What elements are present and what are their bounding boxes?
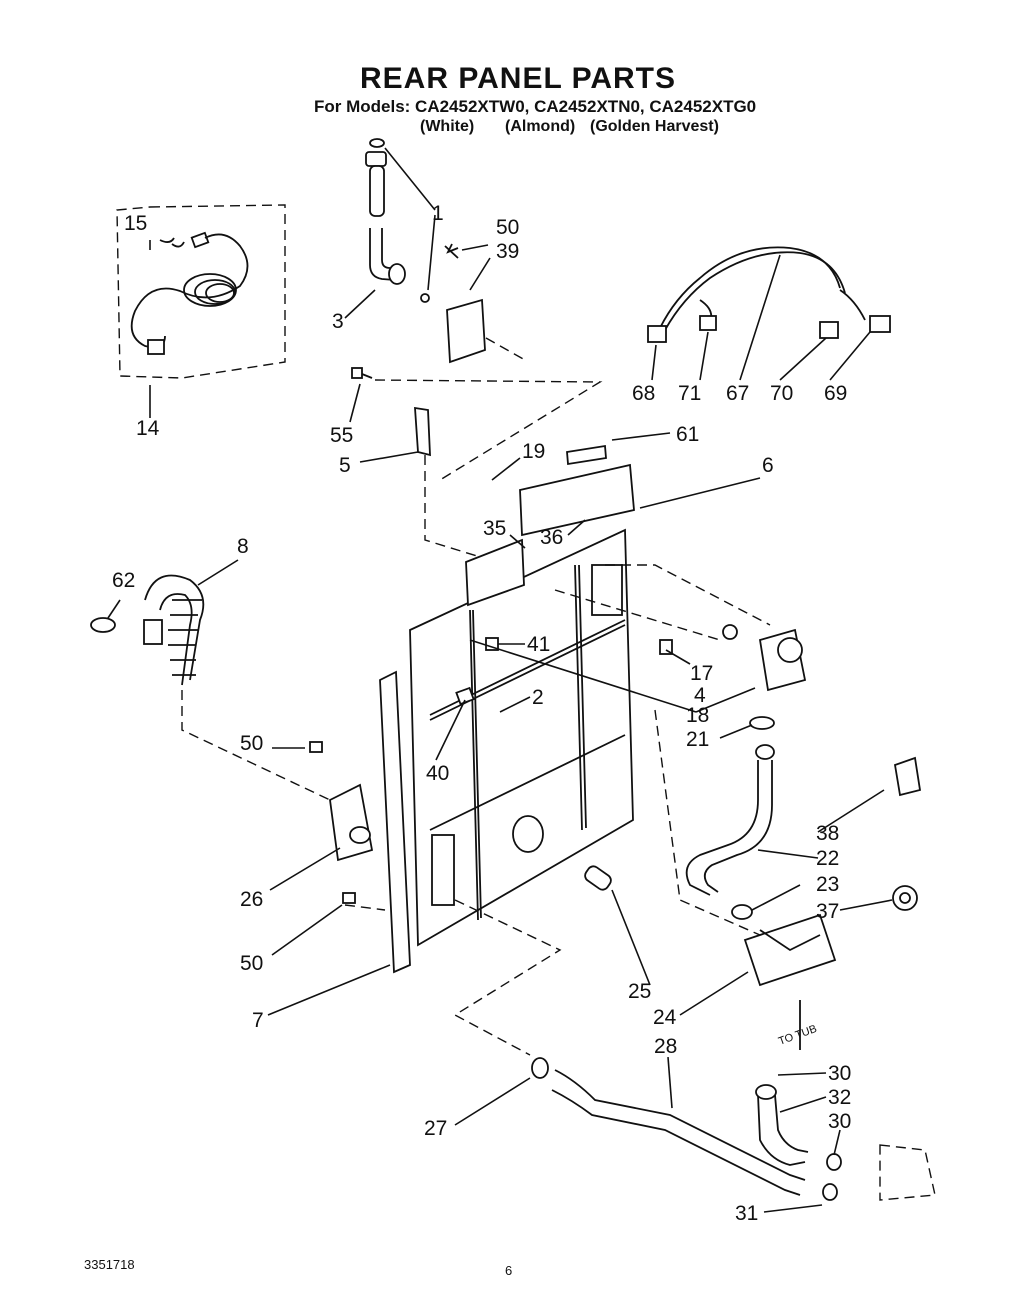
callout-50-left-lower: 50 xyxy=(240,952,263,975)
callout-17: 17 xyxy=(690,662,713,685)
callout-23: 23 xyxy=(816,873,839,896)
callout-8: 8 xyxy=(237,535,249,558)
callout-labels: 1 15 50 39 3 14 55 5 19 61 6 68 71 67 70… xyxy=(112,202,851,1225)
callout-15: 15 xyxy=(124,212,147,235)
callout-39: 39 xyxy=(496,240,519,263)
side-trim xyxy=(379,670,411,974)
callout-55: 55 xyxy=(330,424,353,447)
callout-1: 1 xyxy=(432,202,444,225)
callout-25: 25 xyxy=(628,980,651,1003)
drain-hose xyxy=(90,574,331,801)
callout-3: 3 xyxy=(332,310,344,333)
models-line: For Models: CA2452XTW0, CA2452XTN0, CA24… xyxy=(314,97,757,116)
callout-5: 5 xyxy=(339,454,351,477)
page-title: REAR PANEL PARTS xyxy=(359,62,677,95)
wire-harness xyxy=(647,246,891,343)
callout-30-upper: 30 xyxy=(828,1062,851,1085)
plug xyxy=(453,865,612,1056)
callout-7: 7 xyxy=(252,1009,264,1032)
drain-tube xyxy=(531,1000,936,1201)
callout-38: 38 xyxy=(816,822,839,845)
callout-18: 18 xyxy=(686,704,709,727)
page-number: 6 xyxy=(505,1263,513,1278)
callout-67: 67 xyxy=(726,382,749,405)
callout-27: 27 xyxy=(424,1117,447,1140)
power-cord-assembly xyxy=(116,204,286,379)
callout-71: 71 xyxy=(678,382,701,405)
callout-24: 24 xyxy=(653,1006,677,1029)
callout-70: 70 xyxy=(770,382,793,405)
callout-68: 68 xyxy=(632,382,655,405)
clip xyxy=(892,756,922,911)
callout-32: 32 xyxy=(828,1086,851,1109)
document-number: 3351718 xyxy=(84,1257,135,1272)
callout-21: 21 xyxy=(686,728,709,751)
callout-61: 61 xyxy=(676,423,699,446)
water-valve xyxy=(554,564,807,730)
callout-50-left-upper: 50 xyxy=(240,732,263,755)
callout-4: 4 xyxy=(694,684,706,707)
pump-bracket xyxy=(309,741,386,911)
dispenser xyxy=(743,913,837,987)
callout-31: 31 xyxy=(735,1202,758,1225)
color-white: (White) xyxy=(420,118,475,135)
callout-37: 37 xyxy=(816,900,839,923)
leader-lines xyxy=(107,147,893,1213)
callout-2: 2 xyxy=(532,686,544,709)
callout-28: 28 xyxy=(654,1035,677,1058)
callout-40: 40 xyxy=(426,762,449,785)
callout-36: 36 xyxy=(540,526,563,549)
callout-50: 50 xyxy=(496,216,519,239)
color-almond: (Almond) xyxy=(505,118,576,135)
bracket xyxy=(351,367,603,561)
fill-hose-assembly xyxy=(365,138,430,303)
callout-69: 69 xyxy=(824,382,847,405)
inlet-hose xyxy=(654,709,775,936)
rear-panel xyxy=(409,444,635,947)
callout-22: 22 xyxy=(816,847,839,870)
callout-14: 14 xyxy=(136,417,160,440)
mounting-plate xyxy=(444,243,526,364)
color-golden-harvest: (Golden Harvest) xyxy=(590,118,719,135)
callout-41: 41 xyxy=(527,633,550,656)
callout-30-lower: 30 xyxy=(828,1110,851,1133)
callout-35: 35 xyxy=(483,517,506,540)
callout-19: 19 xyxy=(522,440,545,463)
to-tub-annotation: TO TUB xyxy=(777,1023,819,1048)
callout-26: 26 xyxy=(240,888,263,911)
callout-62: 62 xyxy=(112,569,135,592)
callout-6: 6 xyxy=(762,454,774,477)
